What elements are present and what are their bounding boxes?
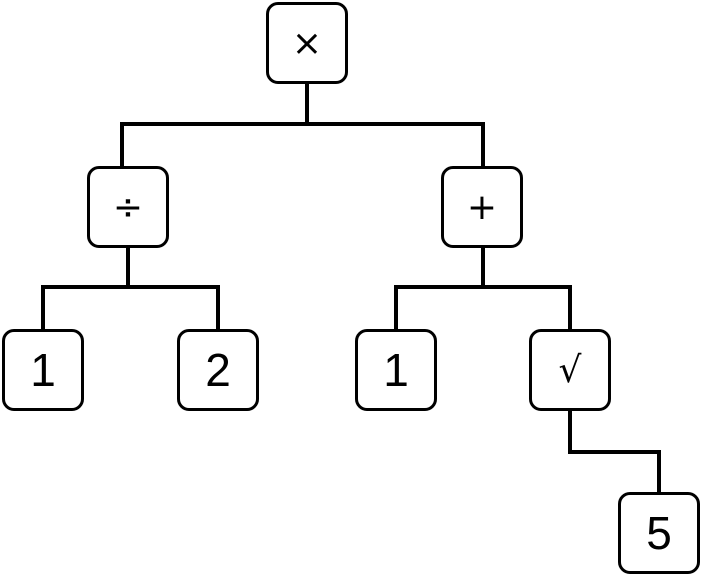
divide-symbol: ÷ <box>112 186 144 228</box>
add-node: + <box>441 166 523 248</box>
edge-add-to-children <box>394 246 572 331</box>
multiply-symbol: × <box>291 22 323 64</box>
number-value: 2 <box>205 344 231 396</box>
divide-node: ÷ <box>87 166 169 248</box>
edge-divide-to-children <box>41 246 220 331</box>
square-root-symbol: √ <box>558 349 582 391</box>
number-node-two: 2 <box>177 329 259 411</box>
multiply-node: × <box>266 2 348 84</box>
edge-multiply-to-children <box>120 82 485 168</box>
number-node-one-left: 1 <box>2 329 84 411</box>
number-node-five: 5 <box>618 492 700 574</box>
number-node-one-right: 1 <box>355 329 437 411</box>
add-symbol: + <box>466 186 498 228</box>
number-value: 1 <box>30 344 56 396</box>
square-root-node: √ <box>529 329 611 411</box>
edge-sqrt-to-five <box>568 409 661 494</box>
number-value: 1 <box>383 344 409 396</box>
number-value: 5 <box>646 507 672 559</box>
